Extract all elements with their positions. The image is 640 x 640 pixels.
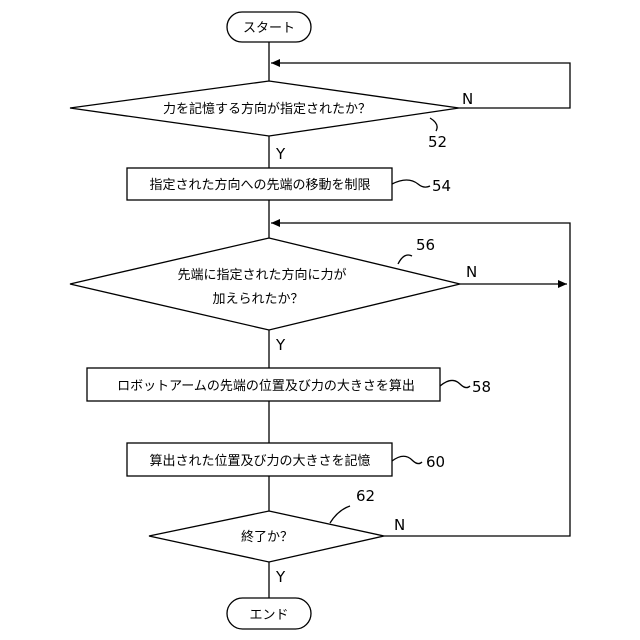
ref-54: 54 <box>432 177 451 195</box>
start-label: スタート <box>243 21 295 36</box>
process-restrict-movement-label: 指定された方向への先端の移動を制限 <box>149 177 370 193</box>
q1-no-label: N <box>462 90 473 108</box>
decision-direction-specified-label: 力を記憶する方向が指定されたか？ <box>163 101 371 117</box>
q2-yes-label: Y <box>275 336 286 354</box>
ref-58-leader <box>440 380 470 387</box>
decision-force-applied-label-2: 加えられたか？ <box>212 292 303 307</box>
ref-56-leader <box>398 255 412 264</box>
decision-force-applied <box>70 238 460 330</box>
q2-no-label: N <box>466 263 477 281</box>
ref-62-leader <box>330 506 350 523</box>
ref-56: 56 <box>416 236 435 254</box>
q3-no-label: N <box>394 516 405 534</box>
end-label: エンド <box>249 608 288 623</box>
ref-60-leader <box>392 456 422 463</box>
q1-yes-label: Y <box>275 145 286 163</box>
ref-60: 60 <box>426 453 445 471</box>
ref-62: 62 <box>356 487 375 505</box>
ref-52: 52 <box>428 133 447 151</box>
decision-finished-label: 終了か？ <box>241 529 293 545</box>
process-calc-position-force-label: ロボットアームの先端の位置及び力の大きさを算出 <box>117 379 415 394</box>
q3-yes-label: Y <box>275 568 286 586</box>
ref-54-leader <box>392 180 430 187</box>
decision-force-applied-label-1: 先端に指定された方向に力が <box>177 267 346 283</box>
ref-58: 58 <box>472 378 491 396</box>
ref-52-leader <box>430 118 437 131</box>
process-store-position-force-label: 算出された位置及び力の大きさを記憶 <box>149 453 370 469</box>
